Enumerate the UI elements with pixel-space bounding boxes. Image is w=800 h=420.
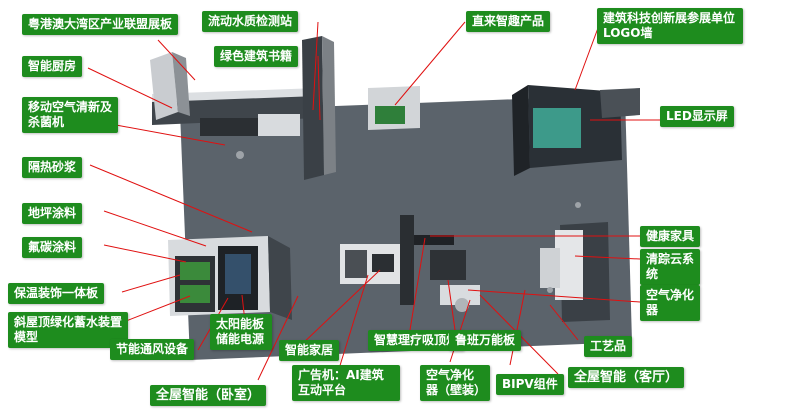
label-whole-house-bedroom: 全屋智能（卧室） <box>150 385 267 406</box>
zhilai-screen <box>375 106 405 124</box>
label-roof-greening-model: 斜屋顶绿化蓄水装置模型 <box>8 312 128 348</box>
label-solar-power: 太阳能板储能电源 <box>210 314 272 350</box>
label-floor-paint: 地坪涂料 <box>22 203 83 224</box>
label-smart-home: 智能家居 <box>279 340 340 361</box>
label-ad-machine: 广告机：AI建筑互动平台 <box>292 365 400 401</box>
label-led-screen: LED显示屏 <box>660 106 734 127</box>
label-water-quality-station: 流动水质检测站 <box>202 11 299 32</box>
label-zhilai-products: 直来智趣产品 <box>466 11 551 32</box>
label-ventilation-equipment: 节能通风设备 <box>110 339 195 360</box>
label-luban-board: 鲁班万能板 <box>449 330 522 351</box>
label-crafts: 工艺品 <box>584 336 633 357</box>
label-whole-house-living: 全屋智能（客厅） <box>568 367 685 388</box>
center-partition <box>400 215 414 305</box>
label-green-building-books: 绿色建筑书籍 <box>214 46 299 67</box>
label-fluorocarbon-paint: 氟碳涂料 <box>22 237 83 258</box>
label-insulation-mortar: 隔热砂浆 <box>22 157 83 178</box>
kitchen-counter <box>200 118 258 136</box>
label-air-purifier: 空气净化器 <box>640 285 700 321</box>
label-smart-kitchen: 智能厨房 <box>22 56 83 77</box>
label-mobile-air-purifier: 移动空气清新及杀菌机 <box>22 97 118 133</box>
alliance-board <box>150 52 178 120</box>
label-qingning-cloud: 清踪云系统 <box>640 249 700 285</box>
led-screen-panel <box>533 108 581 148</box>
label-wall-air-purifier: 空气净化器（壁装） <box>420 365 490 401</box>
living-sofa <box>430 250 466 280</box>
label-gba-alliance-board: 粤港澳大湾区产业联盟展板 <box>22 14 179 35</box>
label-logo-wall: 建筑科技创新展参展单位LOGO墙 <box>597 8 743 44</box>
led-wall <box>512 85 530 176</box>
visitor-figure <box>236 151 244 159</box>
label-bipv-module: BIPV组件 <box>496 374 564 395</box>
label-smart-ceiling-light: 智慧理疗吸顶灯 <box>368 330 465 351</box>
label-healthy-furniture: 健康家具 <box>640 226 701 247</box>
label-insulation-board: 保温装饰一体板 <box>8 283 105 304</box>
